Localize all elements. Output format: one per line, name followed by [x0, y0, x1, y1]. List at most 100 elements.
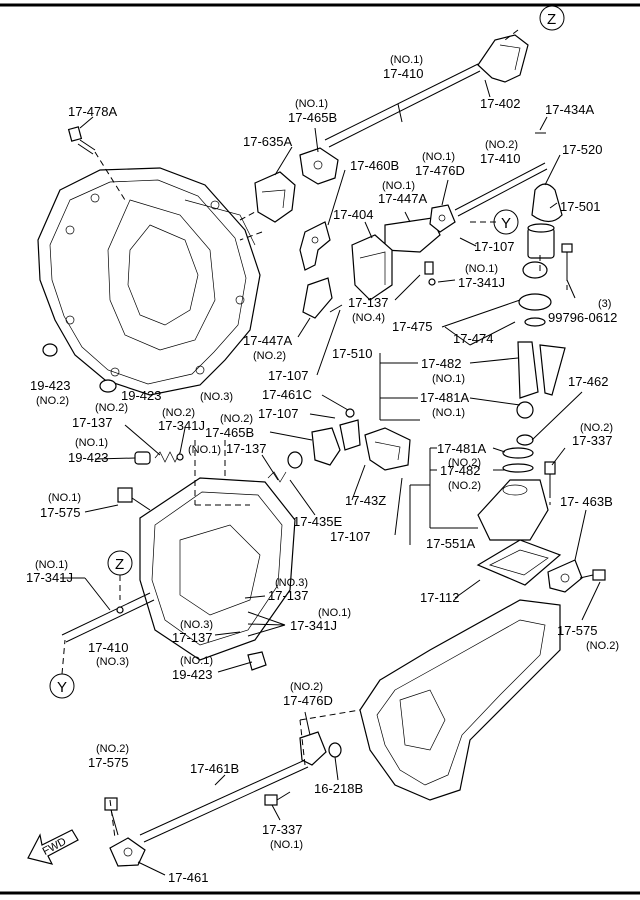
label-17-341J-c-qualifier: (NO.1): [318, 607, 351, 619]
block-17-476D-no2-drawing: [299, 731, 327, 766]
block-17-465B-no2-drawing: [311, 427, 341, 466]
label-17-337-no2: 17-337: [572, 433, 612, 448]
label-17-410-no2: 17-410: [480, 151, 520, 166]
block-17-465B-no1-drawing: [299, 147, 339, 185]
label-17-107-a: 17-107: [474, 239, 514, 254]
ref-letter-z-mid: Z: [115, 556, 124, 573]
label-17-137-no3b-qualifier: (NO.3): [180, 619, 213, 631]
fwd-label: FWD: [41, 836, 69, 858]
label-17-107-d: 17-107: [330, 529, 370, 544]
bolt-17-575-no1-drawing: [117, 487, 151, 511]
label-17-462: 17-462: [568, 374, 608, 389]
label-17-137-no3-qualifier: (NO.3): [275, 577, 308, 589]
label-17-476D-no1: 17-476D: [415, 163, 465, 178]
label-17-481A-no2-qualifier: (NO.2): [448, 457, 481, 469]
label-17-551A: 17-551A: [426, 536, 475, 551]
label-17-482-no2-qualifier: (NO.2): [448, 480, 481, 492]
gasket-17-112-drawing: [476, 539, 562, 586]
label-17-341J-b-qualifier: (NO.1): [35, 559, 68, 571]
label-17-481A-no1: 17-481A: [420, 390, 469, 405]
label-19-423-no1-qualifier: (NO.1): [75, 437, 108, 449]
extension-housing-drawing: [359, 599, 561, 801]
label-17-478A: 17-478A: [68, 104, 117, 119]
label-17-447A-no1-qualifier: (NO.1): [382, 180, 415, 192]
label-17-482-no1-qualifier: (NO.1): [432, 373, 465, 385]
parts-17-461C-drawing: [339, 408, 361, 451]
label-17-510: 17-510: [332, 346, 372, 361]
label-17-461B: 17-461B: [190, 761, 239, 776]
label-17-482-no1: 17-482: [421, 356, 461, 371]
label-17-137-no3b: 17-137: [172, 630, 212, 645]
label-17-137-no4: 17-137: [348, 295, 388, 310]
label-17-575-no1-qualifier: (NO.1): [48, 492, 81, 504]
label-17-575-no2: 17-575: [557, 623, 597, 638]
label-17-137-no1-qualifier: (NO.1): [188, 444, 221, 456]
label-17-635A: 17-635A: [243, 134, 292, 149]
rings-17-481A-drawing: [502, 447, 534, 473]
label-19-423-no3-qualifier: (NO.3): [200, 391, 233, 403]
label-17-476D-no2: 17-476D: [283, 693, 333, 708]
bracket-17-635A-drawing: [254, 171, 296, 223]
bolt-99796-0612-drawing: [561, 243, 573, 275]
label-17-402: 17-402: [480, 96, 520, 111]
label-17-410-no3: 17-410: [88, 640, 128, 655]
label-17-474: 17-474: [453, 331, 493, 346]
label-17-337-no2-qualifier: (NO.2): [580, 422, 613, 434]
label-16-218B: 16-218B: [314, 781, 363, 796]
label-17-575-c: 17-575: [88, 755, 128, 770]
label-17-341J-c: 17-341J: [290, 618, 337, 633]
label-19-423-no2-qualifier: (NO.2): [36, 395, 69, 407]
label-17-475: 17-475: [392, 319, 432, 334]
boot-17-501-drawing: [527, 223, 555, 259]
label-17-337-b-qualifier: (NO.1): [270, 839, 303, 851]
bolt-17-337-b-drawing: [264, 791, 291, 806]
plug-19-423-no1b-drawing: [247, 651, 267, 671]
fork-17-43Z-drawing: [364, 427, 411, 471]
shift-rod-no1-drawing: [324, 63, 481, 148]
leader-17-478A-label: [79, 116, 94, 129]
label-17-410-no1-qualifier: (NO.1): [390, 54, 423, 66]
label-17-481A-no2: 17-481A: [437, 441, 486, 456]
clutch-housing-drawing: [37, 167, 261, 396]
bracket-17-463B-drawing: [547, 559, 583, 593]
label-17-447A-no1: 17-447A: [378, 191, 427, 206]
label-17-112: 17-112: [420, 590, 460, 605]
link-17-460B-drawing: [299, 221, 331, 271]
label-17-410-no1: 17-410: [383, 66, 423, 81]
interlock-17-447A-no2-drawing: [302, 277, 343, 319]
label-17-463B: 17- 463B: [560, 494, 613, 509]
dash-17-635A: [239, 211, 256, 221]
label-17-465B-no1: 17-465B: [288, 110, 337, 125]
label-17-137-no2: 17-137: [72, 415, 112, 430]
label-17-107-c: 17-107: [258, 406, 298, 421]
label-17-410-no2-qualifier: (NO.2): [485, 139, 518, 151]
label-17-461C: 17-461C: [262, 387, 312, 402]
label-17-341J-b: 17-341J: [26, 570, 73, 585]
shift-rod-no2-drawing: [454, 162, 548, 217]
label-17-137-no2-qualifier: (NO.2): [95, 402, 128, 414]
retainer-17-474-drawing: [518, 261, 552, 327]
label-17-341J-no1: 17-341J: [458, 275, 505, 290]
label-17-575-no1: 17-575: [40, 505, 80, 520]
label-17-465B-no2: 17-465B: [205, 425, 254, 440]
lever-17-510-drawing: [516, 341, 566, 446]
label-17-404: 17-404: [333, 207, 373, 222]
block-17-476D-no1-drawing: [429, 204, 456, 233]
part-labels: (NO.1) 17-410 17-402 Z 17-478A (NO.1) 17…: [26, 11, 619, 885]
label-19-423-no3: 19-423: [121, 388, 161, 403]
label-17-447A-no2: 17-447A: [243, 333, 292, 348]
label-19-423-d: 19-423: [172, 667, 212, 682]
label-17-447A-no2-qualifier: (NO.2): [253, 350, 286, 362]
label-17-107-b: 17-107: [268, 368, 308, 383]
label-17-465B-no2-qualifier: (NO.2): [220, 413, 253, 425]
ref-letter-z-top: Z: [547, 11, 556, 28]
label-17-481A-no1-qualifier: (NO.1): [432, 407, 465, 419]
ball-17-341J-no2: [176, 453, 184, 461]
plug-19-423-no2: [42, 343, 58, 357]
label-19-423-no2: 19-423: [30, 378, 70, 393]
label-17-137-no3: 17-137: [268, 588, 308, 603]
label-17-575-no2-qualifier: (NO.2): [586, 640, 619, 652]
joint-17-461-drawing: [109, 837, 146, 867]
fwd-arrow-icon: [27, 829, 79, 865]
